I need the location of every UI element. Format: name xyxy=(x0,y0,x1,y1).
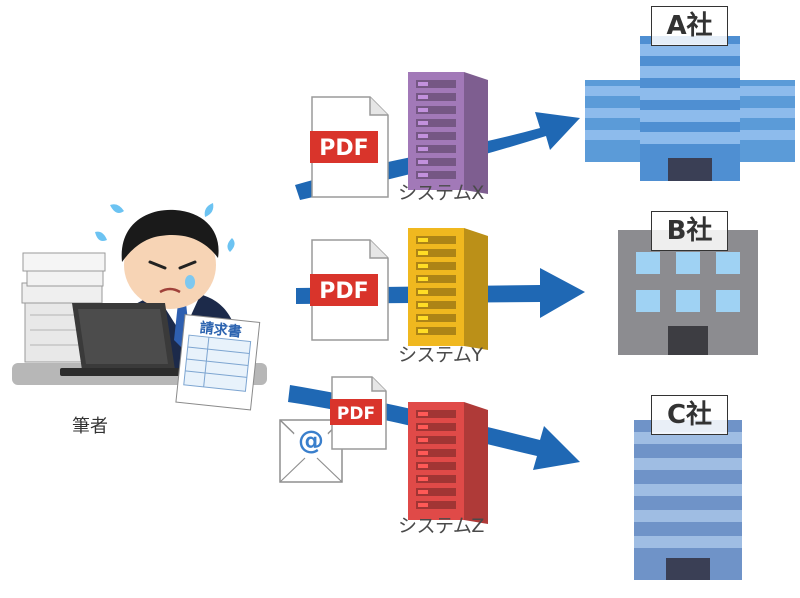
building-b-icon xyxy=(618,230,758,355)
system-z-label: システムZ xyxy=(398,515,484,537)
invoice-sheet: 請求書 xyxy=(175,314,261,411)
building-a-icon xyxy=(585,36,795,181)
pdf-icon: PDF xyxy=(319,279,368,304)
server-y-icon xyxy=(408,228,488,350)
company-a-label: A社 xyxy=(651,6,728,46)
sweat-drops-icon xyxy=(95,203,235,252)
pdf-badge xyxy=(310,131,378,163)
building-c-icon xyxy=(634,420,742,580)
company-c-label: C社 xyxy=(651,395,728,435)
at-sign-icon: @ xyxy=(298,426,324,456)
pdf-document-y: PDF xyxy=(310,239,389,341)
author-illustration: 請求書 xyxy=(12,203,267,411)
invoice-title: 請求書 xyxy=(199,319,243,340)
pdf-badge xyxy=(330,399,382,425)
system-y-label: システムY xyxy=(398,344,483,366)
pdf-document-z: PDF xyxy=(330,376,387,450)
pdf-icon: PDF xyxy=(319,136,368,161)
laptop-icon xyxy=(60,303,190,376)
pdf-icon: PDF xyxy=(337,404,375,424)
pdf-document-x: PDF xyxy=(310,96,389,198)
server-x-icon xyxy=(408,72,488,194)
author-label: 筆者 xyxy=(72,416,108,437)
system-x-label: システムX xyxy=(398,182,484,204)
server-z-icon xyxy=(408,402,488,524)
company-b-label: B社 xyxy=(651,211,728,251)
pdf-badge xyxy=(310,274,378,306)
